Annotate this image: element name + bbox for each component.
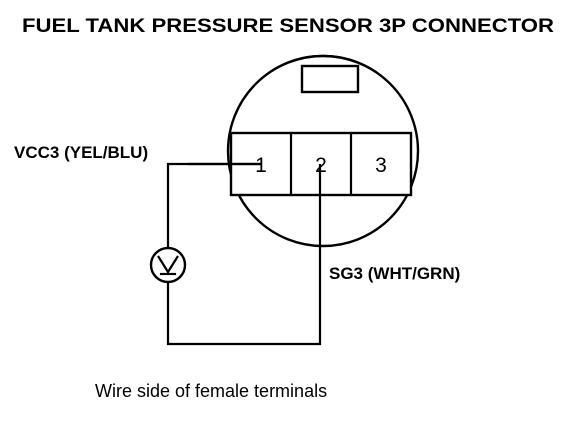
- pin-3-label: 3: [375, 154, 387, 177]
- diagram-caption: Wire side of female terminals: [95, 381, 327, 401]
- probe-wire-pin1: [166, 162, 261, 248]
- connector-body-edge: [269, 54, 377, 73]
- connector-lock-tab: [300, 64, 360, 94]
- vcc3-wire-label: VCC3 (YEL/BLU): [14, 143, 148, 162]
- voltmeter-icon: [149, 246, 187, 284]
- sg3-wire-label: SG3 (WHT/GRN): [329, 264, 460, 283]
- pin-1-label: 1: [255, 154, 267, 177]
- probe-wire-pin2: [166, 164, 322, 346]
- diagram-title: FUEL TANK PRESSURE SENSOR 3P CONNECTOR: [22, 16, 554, 37]
